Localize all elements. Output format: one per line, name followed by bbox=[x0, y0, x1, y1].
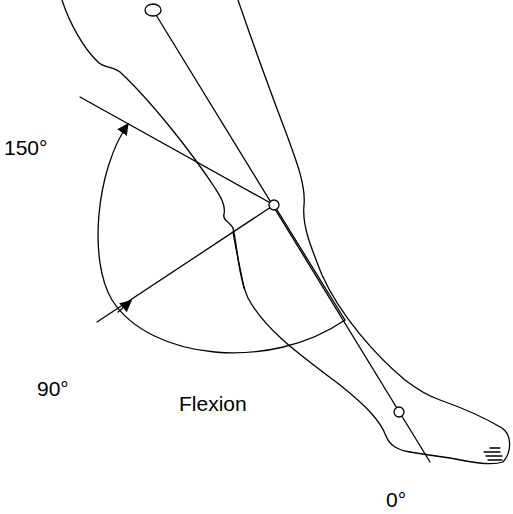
leg-back-contour bbox=[62, 0, 410, 452]
ankle-marker bbox=[394, 407, 404, 417]
knee-marker bbox=[269, 200, 279, 210]
flexion-90-line bbox=[97, 205, 274, 322]
angle-label: 0° bbox=[385, 488, 407, 511]
hip-marker bbox=[145, 4, 161, 16]
zero-axis-line bbox=[153, 10, 430, 462]
shin-reference-tick bbox=[274, 205, 345, 320]
flexion-150-line bbox=[80, 97, 274, 205]
leg-front-contour bbox=[238, 0, 510, 464]
toe-lines bbox=[484, 448, 502, 460]
knee-inner-line bbox=[233, 232, 244, 288]
arc-arrow-90 bbox=[118, 301, 131, 312]
flexion-arc bbox=[98, 124, 345, 353]
motion-label: Flexion bbox=[178, 392, 248, 415]
angle-label: 90° bbox=[36, 377, 70, 400]
angle-label: 150° bbox=[3, 136, 48, 159]
